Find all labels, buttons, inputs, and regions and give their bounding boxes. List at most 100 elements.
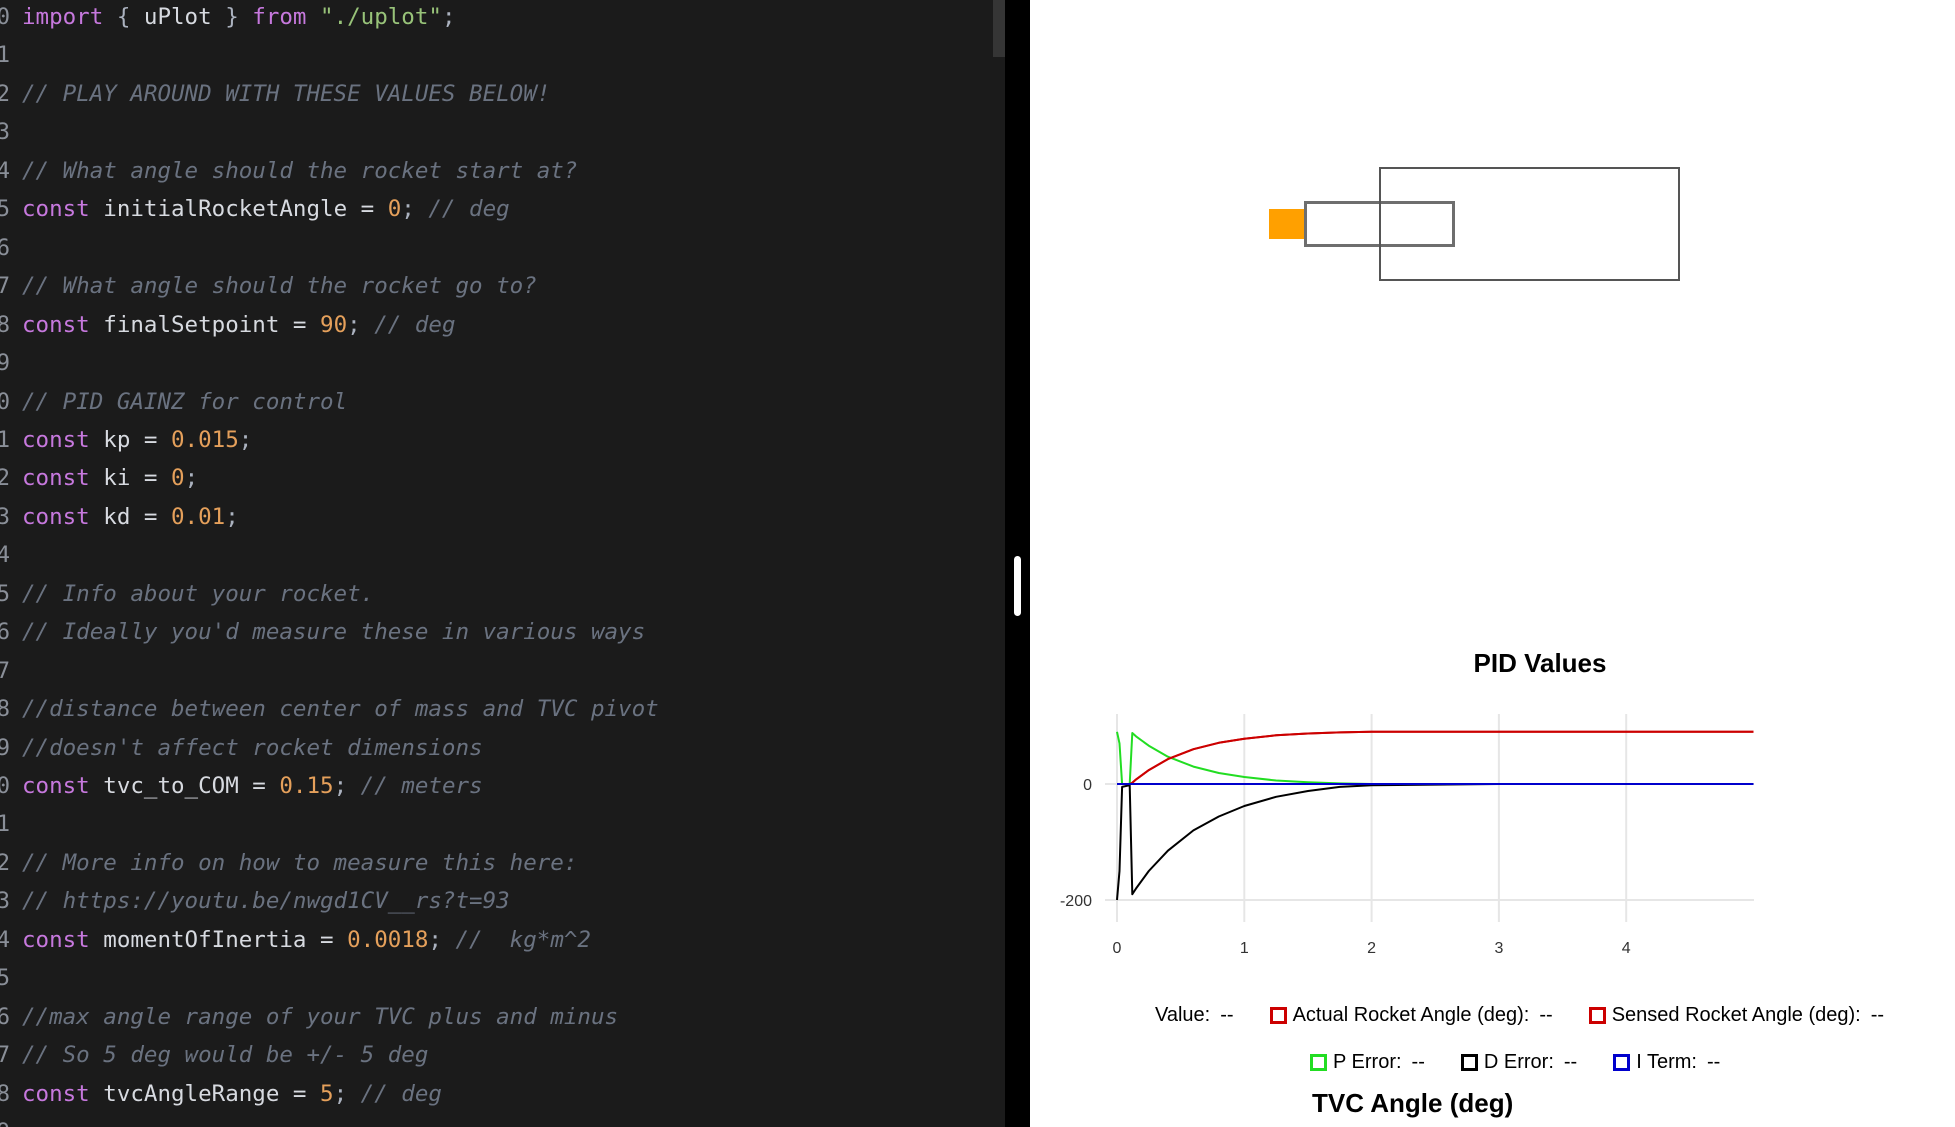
legend-item-i-term[interactable]: I Term: -- [1613, 1051, 1720, 1074]
line-number: 9 [0, 350, 10, 377]
code-token: // Ideally you'd measure these in variou… [22, 619, 646, 646]
legend-label: Sensed Rocket Angle (deg): [1611, 1004, 1861, 1026]
code-token: // What angle should the rocket go to? [22, 273, 537, 300]
code-line[interactable]: 6//max angle range of your TVC plus and … [0, 998, 618, 1036]
line-number: 4 [0, 926, 10, 953]
code-line[interactable]: 2// PLAY AROUND WITH THESE VALUES BELOW! [0, 75, 550, 113]
code-line[interactable]: 3 // https://youtu.be/nwgd1CV__rs?t=93 [0, 882, 510, 920]
line-code: // So 5 deg would be +/- 5 deg [22, 1036, 428, 1074]
line-code: const tvcAngleRange = 5; // deg [22, 1075, 442, 1113]
line-number: 6 [0, 619, 10, 646]
code-line[interactable]: 5 // Info about your rocket. [0, 575, 374, 613]
legend-value: Value: -- [1155, 1004, 1234, 1027]
code-line[interactable]: 6 [0, 229, 22, 267]
code-line[interactable]: 9 [0, 1113, 22, 1127]
x-tick-label: 3 [1494, 940, 1503, 957]
code-line[interactable]: 8 const tvcAngleRange = 5; // deg [0, 1075, 442, 1113]
line-code: // Info about your rocket. [22, 575, 374, 613]
code-token: kp = [89, 426, 172, 453]
code-line[interactable]: 1 [0, 36, 22, 74]
line-number: 2 [0, 849, 10, 876]
legend-item-p-error[interactable]: P Error: -- [1310, 1051, 1425, 1074]
line-number: 3 [0, 888, 10, 915]
line-number: 7 [0, 657, 10, 684]
x-tick-label: 1 [1240, 940, 1249, 957]
line-number: 4 [0, 542, 10, 569]
code-line[interactable]: 8//distance between center of mass and T… [0, 690, 659, 728]
code-line[interactable]: 9 [0, 344, 22, 382]
code-line[interactable]: 3 [0, 113, 22, 151]
line-number: 5 [0, 580, 10, 607]
code-token: const [22, 196, 90, 223]
editor-scrollbar-track[interactable] [993, 0, 1005, 1127]
legend-swatch-icon [1613, 1054, 1631, 1071]
code-token: // PLAY AROUND WITH THESE VALUES BELOW! [22, 80, 551, 107]
code-token: const [22, 426, 90, 453]
code-line[interactable]: 4 [0, 536, 22, 574]
code-token: ; [428, 926, 456, 953]
splitter-drag-handle[interactable] [1014, 556, 1021, 616]
code-token: ; [401, 196, 429, 223]
code-line[interactable]: 4// What angle should the rocket start a… [0, 152, 577, 190]
code-token: const [22, 503, 90, 530]
series-line [1117, 730, 1754, 785]
chart-legend-row-2: P Error: -- D Error: -- I Term: -- [1310, 1051, 1748, 1074]
code-line[interactable]: 6 // Ideally you'd measure these in vario… [0, 613, 645, 651]
legend-item-actual-angle[interactable]: Actual Rocket Angle (deg): -- [1269, 1004, 1553, 1027]
line-code: //max angle range of your TVC plus and m… [22, 998, 618, 1036]
line-number: 9 [0, 1113, 10, 1127]
line-code: const finalSetpoint = 90; // deg [22, 306, 456, 344]
code-token: 0.15 [279, 773, 334, 799]
code-token: const [22, 926, 90, 953]
code-line[interactable]: 9//doesn't affect rocket dimensions [0, 729, 483, 767]
code-token: const [22, 1080, 90, 1107]
line-number: 2 [0, 465, 10, 492]
code-line[interactable]: 1 [0, 805, 22, 843]
code-token: 0.015 [171, 426, 239, 453]
code-line[interactable]: 7// So 5 deg would be +/- 5 deg [0, 1036, 428, 1074]
code-token: // What angle should the rocket start at… [22, 157, 578, 184]
rocket-thrust-flame [1269, 209, 1304, 239]
code-token: { [103, 4, 144, 30]
line-code: // More info on how to measure this here… [22, 844, 577, 882]
code-token: //distance between center of mass and TV… [22, 696, 659, 723]
code-token: 0 [387, 196, 402, 223]
legend-readout: -- [1870, 1004, 1885, 1026]
code-line[interactable]: 2 // More info on how to measure this her… [0, 844, 577, 882]
legend-item-sensed-angle[interactable]: Sensed Rocket Angle (deg): -- [1588, 1004, 1885, 1027]
code-token: // PID GAINZ for control [22, 388, 348, 415]
code-token: 0.01 [171, 503, 226, 530]
editor-scrollbar-thumb[interactable] [993, 0, 1005, 57]
code-line[interactable]: 0// PID GAINZ for control [0, 383, 347, 421]
code-line[interactable]: 5 [0, 959, 22, 997]
code-token: ; [333, 773, 361, 799]
code-token: tvc_to_COM = [89, 773, 280, 799]
code-token: const [22, 311, 90, 338]
code-token: ki = [89, 465, 172, 492]
code-token: ; [238, 426, 253, 453]
line-number: 8 [0, 1080, 10, 1107]
line-code: // https://youtu.be/nwgd1CV__rs?t=93 [22, 882, 510, 920]
chart-legend-row-1: Value: -- Actual Rocket Angle (deg): -- … [1155, 1004, 1884, 1027]
line-number: 7 [0, 273, 10, 300]
code-line[interactable]: 7 [0, 652, 22, 690]
legend-label: I Term: [1636, 1051, 1697, 1073]
code-token: import [22, 4, 104, 30]
code-token: finalSetpoint = [89, 311, 321, 338]
code-token: // deg [360, 1080, 442, 1107]
legend-value-readout: -- [1220, 1004, 1234, 1026]
code-token: "./uplot" [320, 4, 442, 30]
legend-item-d-error[interactable]: D Error: -- [1460, 1051, 1577, 1074]
code-token: ; [347, 311, 375, 338]
code-line[interactable]: 7 // What angle should the rocket go to? [0, 267, 537, 305]
